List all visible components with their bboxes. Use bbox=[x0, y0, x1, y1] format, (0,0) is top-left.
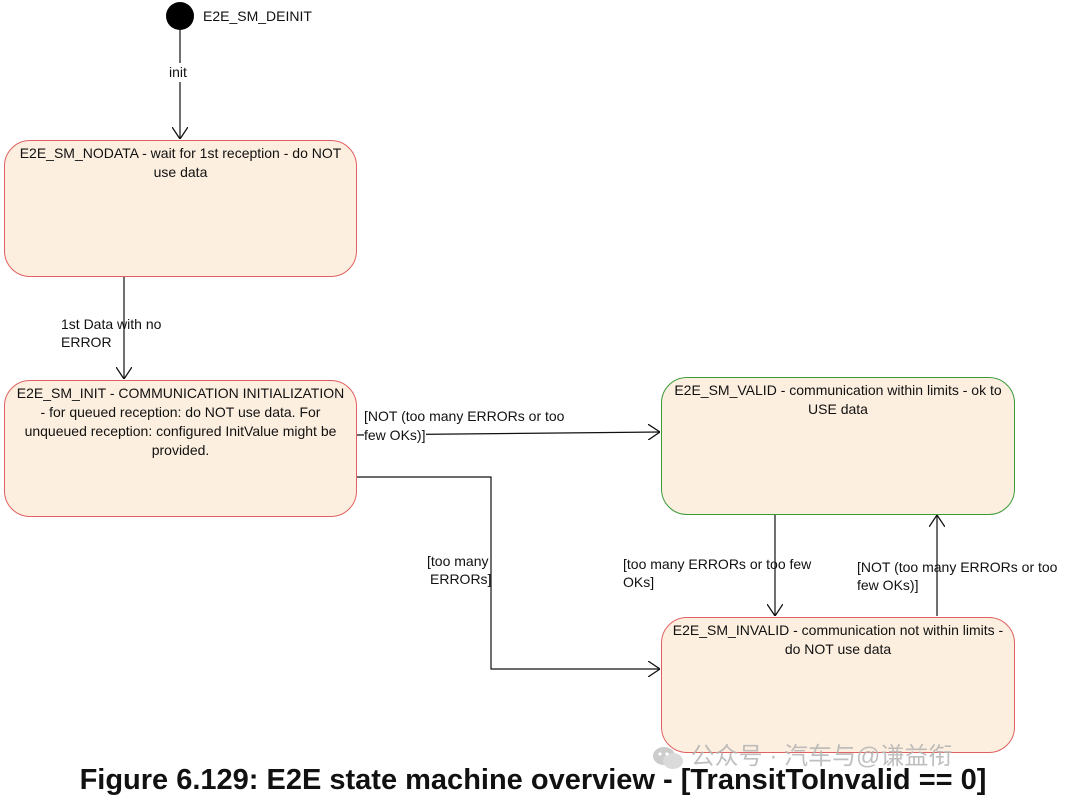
watermark-text: 公众号 · 汽车与@谦益衔 bbox=[690, 743, 953, 770]
label-init-to-valid-1: [NOT (too many ERRORs or too bbox=[364, 408, 565, 424]
label-init-to-valid-2: few OKs)] bbox=[364, 426, 427, 445]
label-invalid-to-valid-1: [NOT (too many ERRORs or too bbox=[857, 559, 1058, 575]
label-first-data-2: ERROR bbox=[61, 334, 112, 350]
watermark: 公众号 · 汽车与@谦益衔 bbox=[652, 736, 952, 771]
figure-caption: Figure 6.129: E2E state machine overview… bbox=[79, 764, 987, 796]
state-invalid: E2E_SM_INVALID - communication not withi… bbox=[661, 617, 1015, 753]
label-init: init bbox=[168, 63, 188, 82]
state-nodata: E2E_SM_NODATA - wait for 1st reception -… bbox=[4, 140, 357, 277]
state-valid: E2E_SM_VALID - communication within limi… bbox=[661, 377, 1015, 515]
wechat-icon bbox=[653, 746, 683, 769]
label-valid-to-invalid-2: OKs] bbox=[623, 574, 655, 590]
label-init-to-invalid-1: [too many bbox=[427, 553, 489, 569]
label-init-to-invalid-2: ERRORs] bbox=[430, 571, 492, 587]
initial-node bbox=[166, 2, 194, 30]
initial-label: E2E_SM_DEINIT bbox=[203, 8, 312, 24]
state-init: E2E_SM_INIT - COMMUNICATION INITIALIZATI… bbox=[4, 380, 357, 517]
label-first-data-1: 1st Data with no bbox=[61, 316, 162, 332]
edge-init-to-invalid bbox=[357, 476, 660, 669]
label-invalid-to-valid-2: few OKs)] bbox=[857, 577, 919, 593]
label-valid-to-invalid-1: [too many ERRORs or too few bbox=[623, 556, 812, 572]
